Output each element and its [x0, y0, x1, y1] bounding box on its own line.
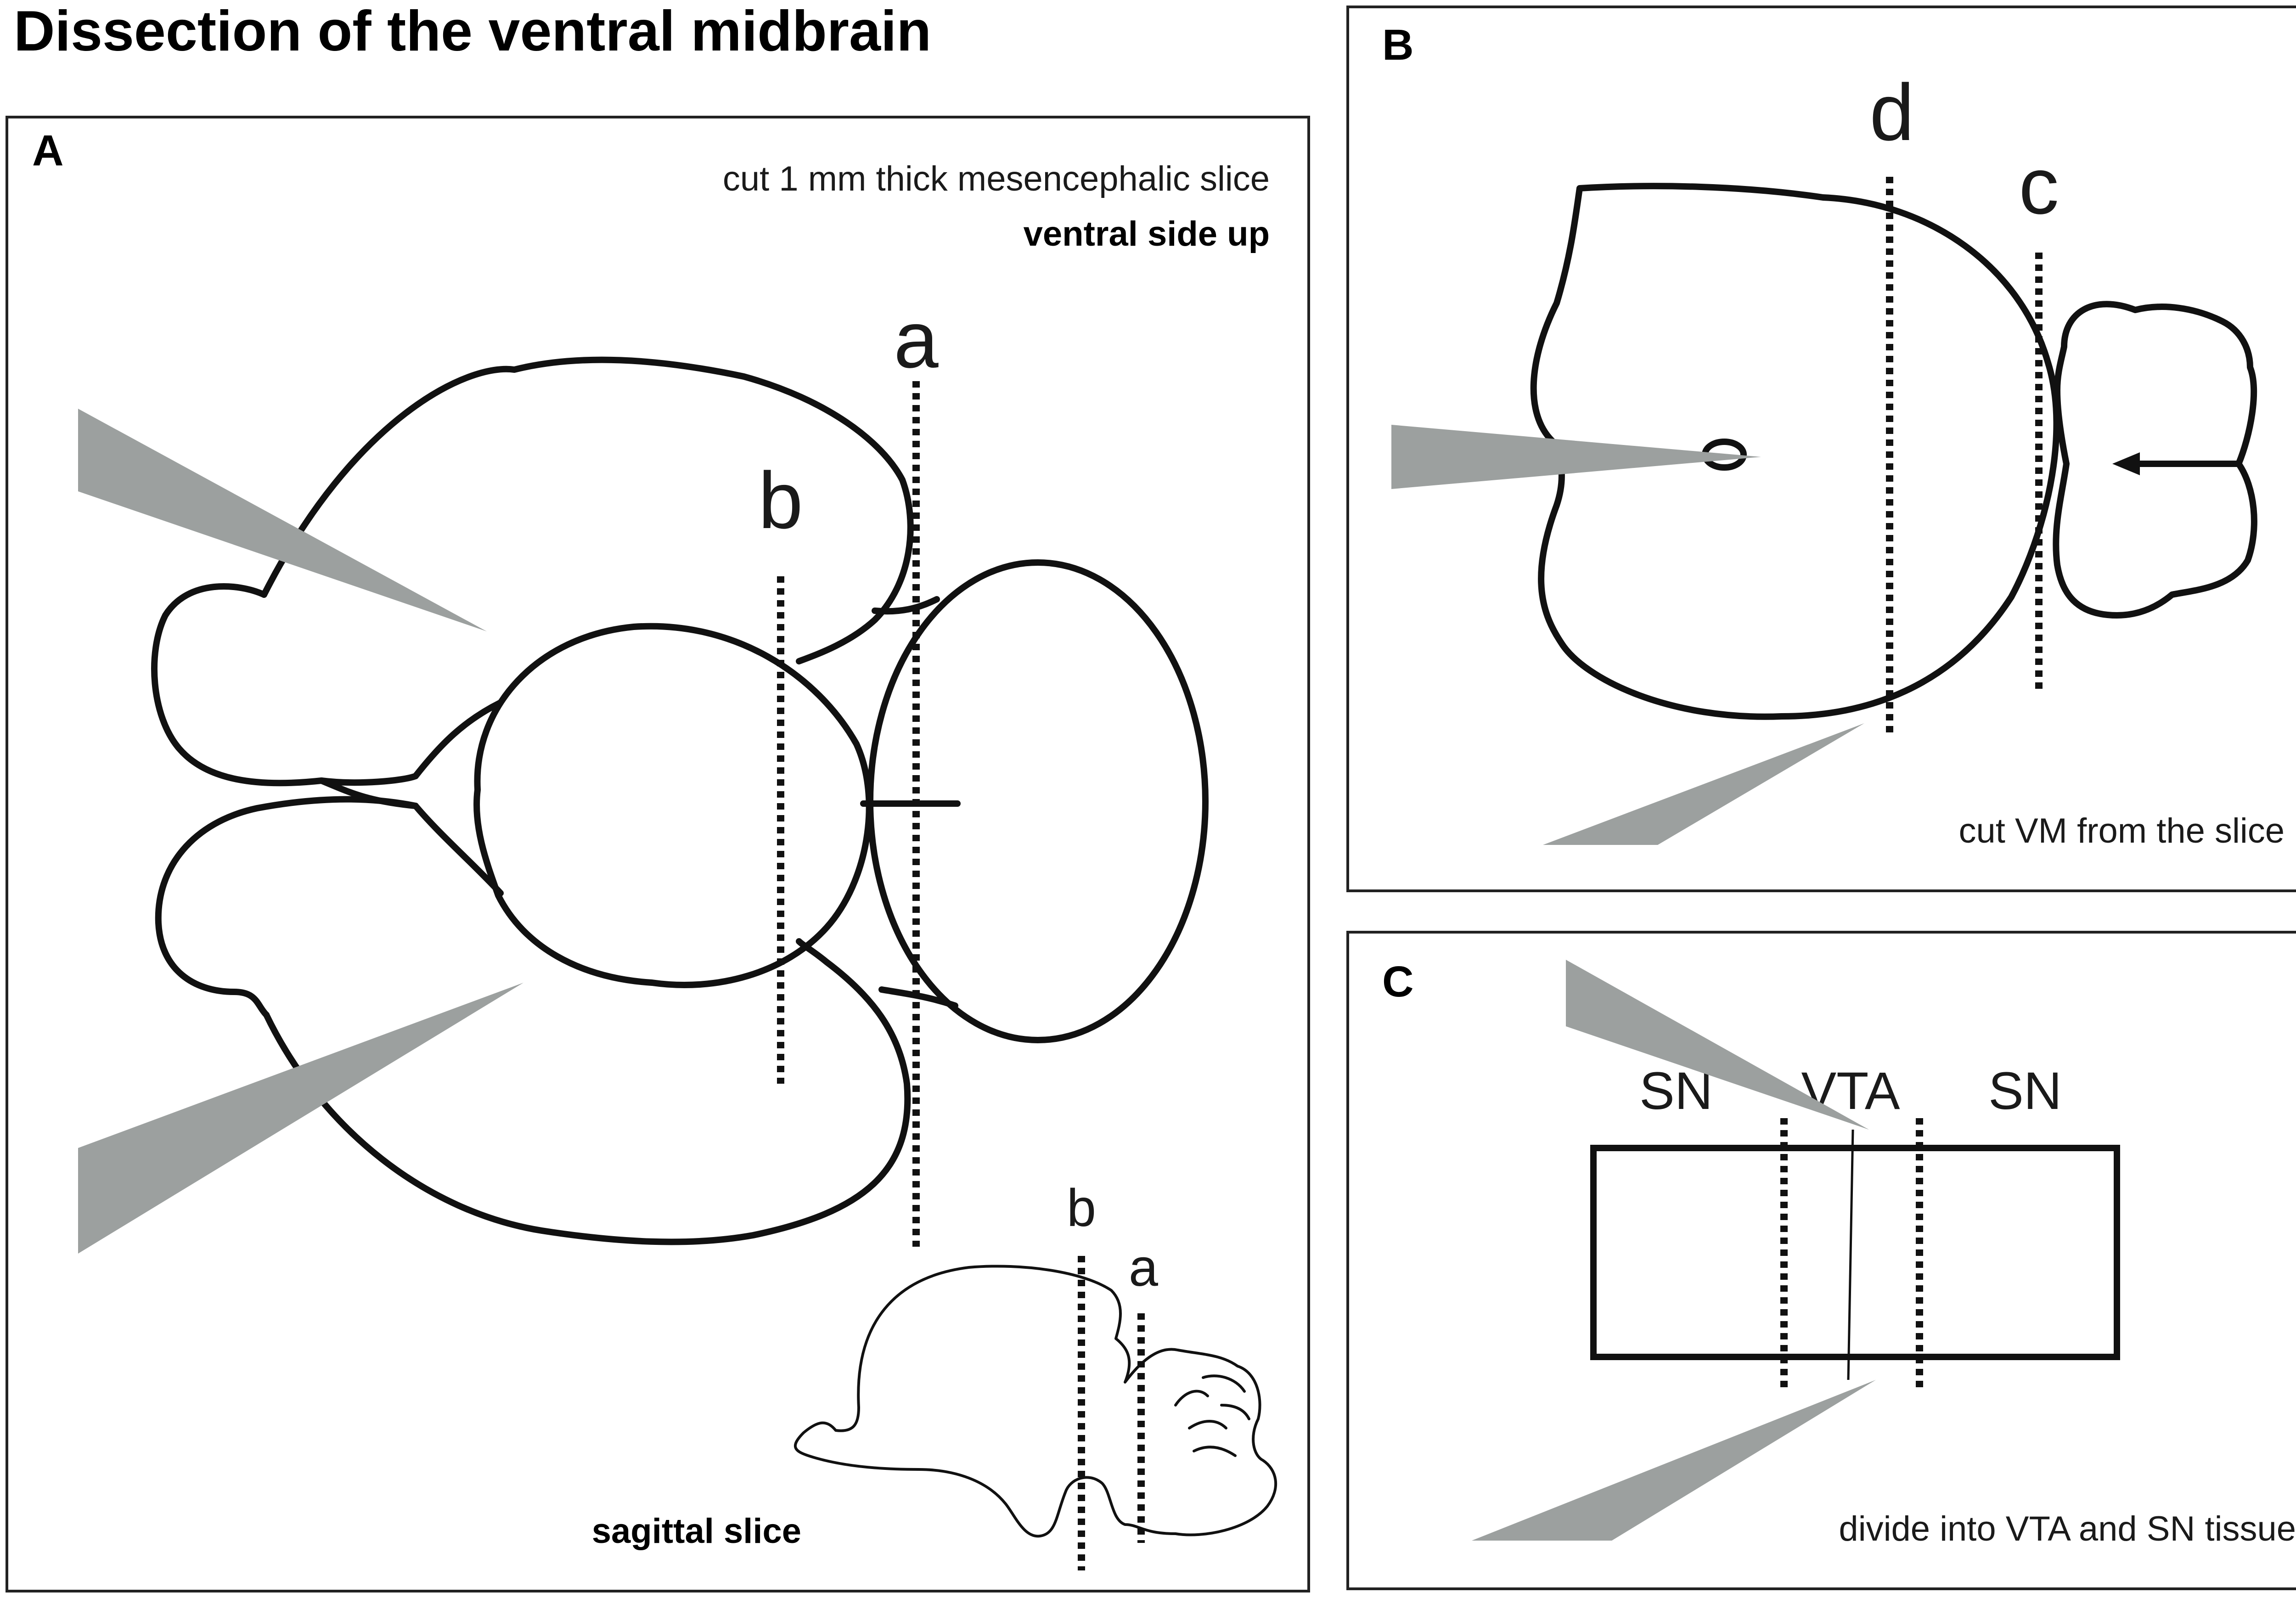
inset-cut-label-a: a [1129, 1238, 1158, 1297]
scalpel-blade-bottom [1472, 1380, 1876, 1541]
scalpel-blade-upper-left [78, 409, 487, 631]
panel-b-frame [1346, 6, 2296, 892]
panel-a-note-line1: cut 1 mm thick mesencephalic slice [723, 159, 1270, 198]
midline-arrowhead [2112, 452, 2140, 475]
upper-connector [872, 596, 940, 615]
panel-a-note-line2: ventral side up [1024, 214, 1270, 253]
region-label-vta: VTA [1801, 1062, 1900, 1120]
midbrain-circle [473, 623, 872, 988]
scalpel-blade-bottom [1543, 723, 1864, 845]
inset-cut-label-b: b [1067, 1179, 1096, 1238]
panel-b-note: cut VM from the slice [1958, 811, 2285, 850]
lower-olfactory-bulb [155, 796, 419, 1018]
cut-label-c: c [2019, 141, 2059, 231]
sagittal-inset: b a sagittal slice [592, 1179, 1277, 1570]
scalpel-blade-left [1391, 425, 1761, 489]
vm-tissue-block [1590, 1145, 2120, 1360]
lower-hemisphere [263, 938, 911, 1245]
region-label-sn-right: SN [1988, 1062, 2062, 1120]
panel-c-frame [1346, 931, 2296, 1590]
cut-label-a: a [894, 295, 939, 385]
panel-a-frame [6, 116, 1310, 1592]
bulb-junction [318, 777, 419, 809]
panel-c-note: divide into VTA and SN tissue [1839, 1509, 2296, 1548]
ventral-brain-outline [151, 356, 1209, 1245]
panel-b: B d c cut VM from the slice [1346, 6, 2296, 892]
scalpel-blade-lower-left [78, 983, 523, 1254]
upper-hemisphere [261, 356, 914, 664]
sagittal-brain-outline [793, 1265, 1277, 1538]
vta-midline [1847, 1129, 1854, 1380]
cerebellum-folia [1174, 1374, 1250, 1457]
panel-a: A cut 1 mm thick mesencephalic slice ven… [6, 116, 1310, 1592]
panel-b-letter: B [1382, 21, 1414, 69]
lower-olfactory-stalk [412, 803, 504, 896]
figure-title: Dissection of the ventral midbrain [14, 0, 931, 63]
cut-label-b: b [758, 456, 803, 546]
scalpel-blade-top [1566, 960, 1869, 1130]
upper-olfactory-bulb [151, 583, 419, 787]
panel-a-letter: A [32, 126, 64, 175]
panel-c: C SN VTA SN divide into VTA and SN tissu… [1346, 931, 2296, 1590]
cut-label-d: d [1869, 68, 1914, 158]
upper-olfactory-stalk [412, 699, 504, 779]
coronal-brainstem-outline [2053, 301, 2257, 619]
inset-label: sagittal slice [592, 1512, 801, 1551]
coronal-midbrain-outline [1530, 183, 2060, 720]
panel-c-letter: C [1382, 957, 1414, 1006]
